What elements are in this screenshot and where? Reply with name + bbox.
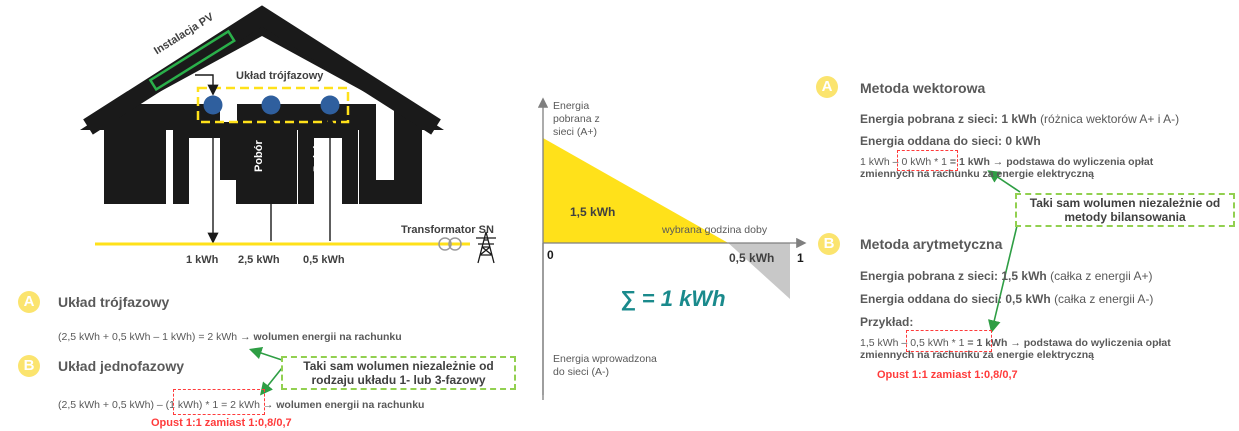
right-a-f-pre: 1 kWh – [860, 156, 899, 168]
x-axis-label: wybrana godzina doby [662, 224, 768, 236]
right-a-line1: Energia pobrana z sieci: 1 kWh (różnica … [860, 112, 1179, 126]
neg-area-label: 0,5 kWh [729, 251, 775, 265]
phase-circle-1 [203, 95, 223, 115]
left-discount: Opust 1:1 zamiast 1:0,8/0,7 [151, 417, 292, 429]
right-a-title: Metoda wektorowa [860, 80, 986, 96]
right-b-title: Metoda arytmetyczna [860, 236, 1003, 252]
sum-label: ∑ = 1 kWh [620, 286, 726, 311]
y-top-label: Energia pobrana z sieci (A+) [553, 100, 600, 138]
left-a-title: Układ trójfazowy [58, 294, 170, 310]
left-b-formula-box: (1 kWh) * 1 [165, 399, 219, 411]
value-import-2: 0,5 kWh [303, 254, 345, 266]
badge-a-right: A [816, 76, 838, 98]
phase-label-import-1: Pobór [253, 140, 265, 172]
badge-a-left: A [18, 291, 40, 313]
right-b-example: Przykład: [860, 315, 914, 329]
badge-b-left: B [18, 355, 40, 377]
negative-energy-area [728, 243, 790, 299]
pv-connection-line [195, 74, 219, 96]
right-a-f-box: 0 kWh * 1 [901, 156, 947, 168]
y-bottom-label: Energia wprowadzona do sieci (A-) [553, 353, 657, 378]
left-red-box [173, 389, 265, 415]
right-b-formula: 1,5 kWh – 0,5 kWh * 1 = 1 kWh → podstawa… [860, 337, 1171, 349]
right-b-f-eq: = 1 kWh [967, 337, 1008, 349]
badge-b-right: B [818, 233, 840, 255]
phase-circle-2 [261, 95, 281, 115]
transformer-icon [438, 237, 462, 251]
left-b-formula-post: → wolumen energii na rachunku [262, 399, 425, 411]
left-a-formula-pre: (2,5 kWh + 0,5 kWh – 1 kWh) = 2 kWh [58, 331, 238, 343]
x-end-label: 1 [797, 251, 804, 265]
right-a-line2: Energia oddana do sieci: 0 kWh [860, 134, 1041, 148]
phase-label-export: Oddanie [195, 143, 207, 188]
right-b-line1: Energia pobrana z sieci: 1,5 kWh (całka … [860, 269, 1152, 283]
pv-panel-icon [148, 29, 236, 92]
right-a-line1-rest: (różnica wektorów A+ i A-) [1040, 112, 1180, 126]
right-a-f-eq: = 1 kWh [949, 156, 990, 168]
right-b-line1-rest: (całka z energii A+) [1050, 269, 1153, 283]
callout-arrow-left-1 [248, 346, 283, 361]
right-b-line2-bold: Energia oddana do sieci: 0,5 kWh [860, 292, 1051, 306]
callout-arrow-left-2 [260, 367, 283, 396]
phase-circle-3 [320, 95, 340, 115]
three-phase-label: Układ trójfazowy [236, 70, 324, 82]
left-a-formula-post: → wolumen energii na rachunku [240, 331, 402, 343]
right-discount: Opust 1:1 zamiast 1:0,8/0,7 [877, 369, 1018, 381]
house-icon [80, 5, 444, 204]
left-b-formula-b: = 2 kWh [221, 399, 260, 411]
right-b-f-line2: zmiennych na rachunku za energie elektry… [860, 349, 1095, 361]
transformer-label: Transformator SN [401, 224, 494, 236]
right-a-f-post: → podstawa do wyliczenia opłat [992, 156, 1154, 168]
left-callout: Taki sam wolumen niezależnie od rodzaju … [281, 356, 516, 390]
right-callout: Taki sam wolumen niezależnie od metody b… [1015, 193, 1235, 227]
right-a-f-line2: zmiennych na rachunku za energie elektry… [860, 168, 1095, 180]
left-b-formula: (2,5 kWh + 0,5 kWh) – (1 kWh) * 1 = 2 kW… [58, 399, 424, 411]
phase-label-import-2: Pobór [312, 140, 324, 172]
value-import-1: 2,5 kWh [238, 254, 280, 266]
x-start-label: 0 [547, 248, 554, 262]
right-b-f-box: 0,5 kWh * 1 [910, 337, 965, 349]
left-b-title: Układ jednofazowy [58, 358, 185, 374]
right-b-line1-bold: Energia pobrana z sieci: 1,5 kWh [860, 269, 1047, 283]
right-a-red-box [897, 150, 958, 171]
positive-energy-area [543, 138, 729, 243]
right-a-formula: 1 kWh – 0 kWh * 1 = 1 kWh → podstawa do … [860, 156, 1153, 168]
energy-chart [537, 97, 807, 400]
right-b-red-box [906, 330, 992, 352]
pos-area-label: 1,5 kWh [570, 205, 616, 219]
right-b-line2-rest: (całka z energii A-) [1054, 292, 1154, 306]
value-export: 1 kWh [186, 254, 219, 266]
right-b-f-post: → podstawa do wyliczenia opłat [1010, 337, 1171, 349]
callout-arrow-right-1 [987, 170, 1021, 193]
right-a-line1-bold: Energia pobrana z sieci: 1 kWh [860, 112, 1037, 126]
right-b-f-pre: 1,5 kWh – [860, 337, 908, 349]
left-b-formula-a: (2,5 kWh + 0,5 kWh) – [58, 399, 163, 411]
power-pylon-icon [476, 231, 496, 264]
right-b-line2: Energia oddana do sieci: 0,5 kWh (całka … [860, 292, 1153, 306]
left-a-formula: (2,5 kWh + 0,5 kWh – 1 kWh) = 2 kWh → wo… [58, 331, 402, 343]
